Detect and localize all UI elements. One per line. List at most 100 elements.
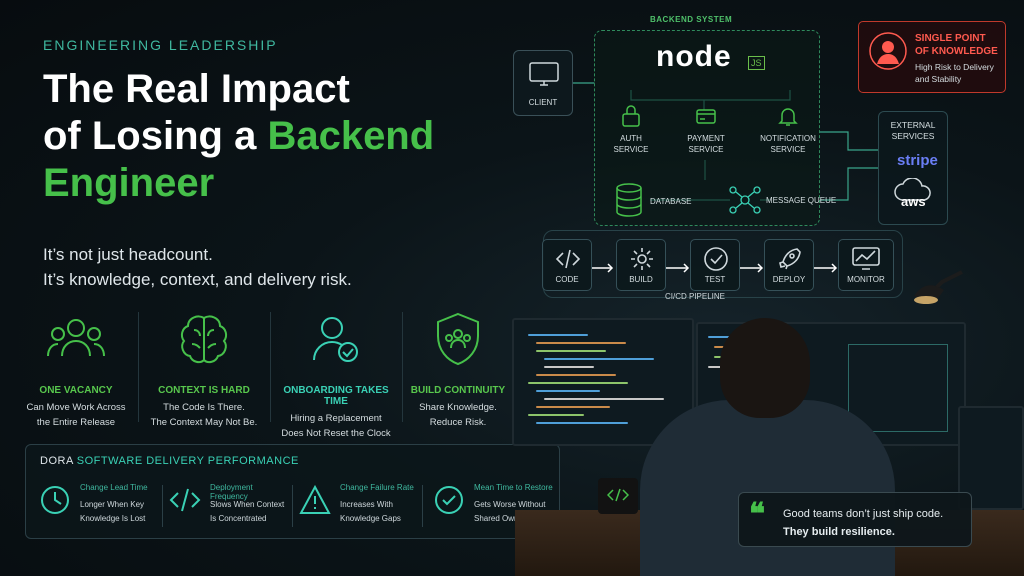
message-queue-icon — [729, 186, 761, 214]
divider — [422, 485, 423, 527]
check-circle-icon — [704, 247, 728, 271]
dora-title: DORA SOFTWARE DELIVERY PERFORMANCE — [40, 455, 299, 467]
rocket-icon — [779, 248, 801, 270]
label-line: NOTIFICATION — [760, 134, 816, 143]
feature-heading: CONTEXT IS HARD — [158, 385, 250, 396]
feature-heading: ONE VACANCY — [39, 385, 113, 396]
pipeline-step-label: MONITOR — [847, 275, 885, 284]
backend-system-box — [594, 30, 820, 226]
coffee-mug — [598, 478, 638, 514]
feature-body-line: Reduce Risk. — [429, 417, 487, 428]
quote-line-1: Good teams don’t just ship code. — [783, 508, 944, 520]
nodejs-suffix: JS — [748, 56, 765, 70]
eyebrow: ENGINEERING LEADERSHIP — [43, 37, 278, 53]
desk-lamp — [914, 270, 963, 304]
feature-body-line: Share Knowledge. — [419, 402, 497, 413]
metric-body-line: Shared Ownership — [474, 514, 541, 523]
divider — [162, 485, 163, 527]
label-line: PAYMENT — [687, 134, 725, 143]
database-icon — [616, 183, 642, 217]
database-label: DATABASE — [650, 197, 692, 206]
diagram-panel — [848, 344, 948, 432]
auth-service: AUTH SERVICE — [606, 104, 656, 155]
feature-body: Share Knowledge. Reduce Risk. — [394, 400, 522, 430]
check-circle-icon — [435, 486, 463, 514]
spof-body-line: and Stability — [915, 74, 962, 84]
code-icon — [607, 488, 629, 502]
feature-build-continuity: BUILD CONTINUITY Share Knowledge. Reduce… — [394, 310, 522, 430]
feature-body: Hiring a Replacement Does Not Reset the … — [272, 411, 400, 441]
code-icon — [169, 488, 201, 512]
feature-body-line: The Code Is There. — [163, 402, 245, 413]
aws-logo: aws — [901, 194, 926, 209]
pipeline-step-code: CODE — [542, 239, 592, 291]
feature-heading: BUILD CONTINUITY — [410, 385, 506, 396]
subtitle-line-1: It’s not just headcount. — [43, 245, 213, 264]
divider — [292, 485, 293, 527]
title-line-3: Engineer — [43, 161, 215, 205]
dora-title-accent: SOFTWARE DELIVERY PERFORMANCE — [76, 455, 299, 467]
feature-body-line: Hiring a Replacement — [290, 413, 382, 424]
user-check-icon — [313, 317, 358, 362]
label-line: SERVICE — [613, 145, 649, 154]
developer-body — [640, 400, 895, 576]
feature-body: The Code Is There. The Context May Not B… — [140, 400, 268, 430]
metric-body-line: Slows When Context — [210, 500, 285, 509]
chart-monitor-icon — [852, 247, 880, 270]
stripe-logo: stripe — [897, 152, 938, 169]
metric-body-line: Knowledge Is Lost — [80, 514, 146, 523]
quote-text: Good teams don’t just ship code. They bu… — [783, 505, 943, 541]
title-line-2: of Losing a Backend — [43, 113, 513, 160]
warning-icon — [299, 484, 331, 514]
metric-body-line: Increases With — [340, 500, 393, 509]
pipeline-step-label: DEPLOY — [772, 275, 806, 284]
feature-one-vacancy: ONE VACANCY Can Move Work Across the Ent… — [12, 310, 140, 430]
quote-mark-icon: ❝ — [749, 497, 766, 532]
label-line: SERVICE — [770, 145, 806, 154]
feature-body-line: Does Not Reset the Clock — [281, 428, 391, 439]
client-label: CLIENT — [528, 98, 558, 107]
brain-icon — [180, 315, 228, 364]
divider — [270, 312, 271, 422]
label-line: AUTH — [620, 134, 642, 143]
metric-body-line: Knowledge Gaps — [340, 514, 401, 523]
pipeline-step-test: TEST — [690, 239, 740, 291]
pipeline-step-label: TEST — [704, 275, 726, 284]
feature-body-line: the Entire Release — [36, 417, 116, 428]
quote-line-2: They build resilience. — [783, 526, 895, 538]
gear-icon — [631, 248, 653, 270]
feature-body-line: Can Move Work Across — [26, 402, 126, 413]
pipeline-label: CI/CD PIPELINE — [665, 292, 726, 301]
label-line: EXTERNAL — [890, 120, 936, 130]
label-line: SERVICES — [891, 131, 935, 141]
feature-context-is-hard: CONTEXT IS HARD The Code Is There. The C… — [140, 310, 268, 430]
spof-heading-line: SINGLE POINT — [915, 33, 986, 44]
pipeline-step-label: BUILD — [629, 275, 653, 284]
payment-service: PAYMENT SERVICE — [678, 104, 734, 155]
label-line: SERVICE — [688, 145, 724, 154]
title-line-1: The Real Impact — [43, 67, 350, 111]
metric-heading: Change Lead Time — [80, 483, 148, 492]
metric-body-line: Longer When Key — [80, 500, 145, 509]
pipeline-step-monitor: MONITOR — [838, 239, 894, 291]
feature-body-line: The Context May Not Be. — [150, 417, 258, 428]
message-queue-label: MESSAGE QUEUE — [766, 196, 837, 205]
developer-head — [720, 318, 810, 418]
cloud-icon — [894, 178, 931, 201]
notification-service-label: NOTIFICATION SERVICE — [754, 133, 822, 155]
metric-body-line: Gets Worse Without — [474, 500, 546, 509]
shield-team-icon — [437, 312, 479, 366]
title-line-2-pre: of Losing a — [43, 114, 268, 158]
left-monitor — [512, 318, 694, 446]
dora-title-pre: DORA — [40, 455, 77, 467]
